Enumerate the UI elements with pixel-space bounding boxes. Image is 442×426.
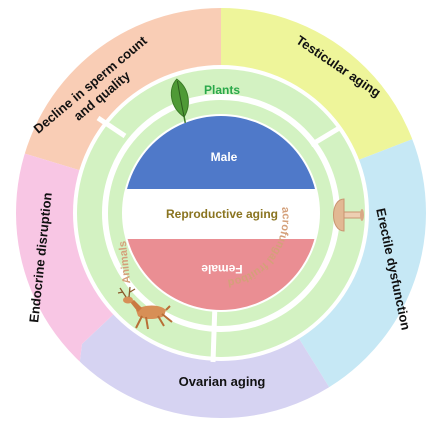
source-label-plants: Plants — [204, 83, 240, 97]
deer-icon — [117, 286, 173, 330]
outer-ring-border — [14, 6, 428, 420]
leaf-icon — [170, 78, 189, 124]
mushroom-icon — [333, 198, 364, 232]
source-label-animals: Animals — [117, 240, 133, 284]
middle-ring-dividers — [96, 115, 343, 363]
center-label-female: Female — [201, 262, 243, 276]
center-label-male: Male — [211, 150, 238, 164]
center-label-reproductive-aging: Reproductive aging — [166, 207, 278, 221]
outer-label-ovarian: Ovarian aging — [179, 374, 266, 389]
